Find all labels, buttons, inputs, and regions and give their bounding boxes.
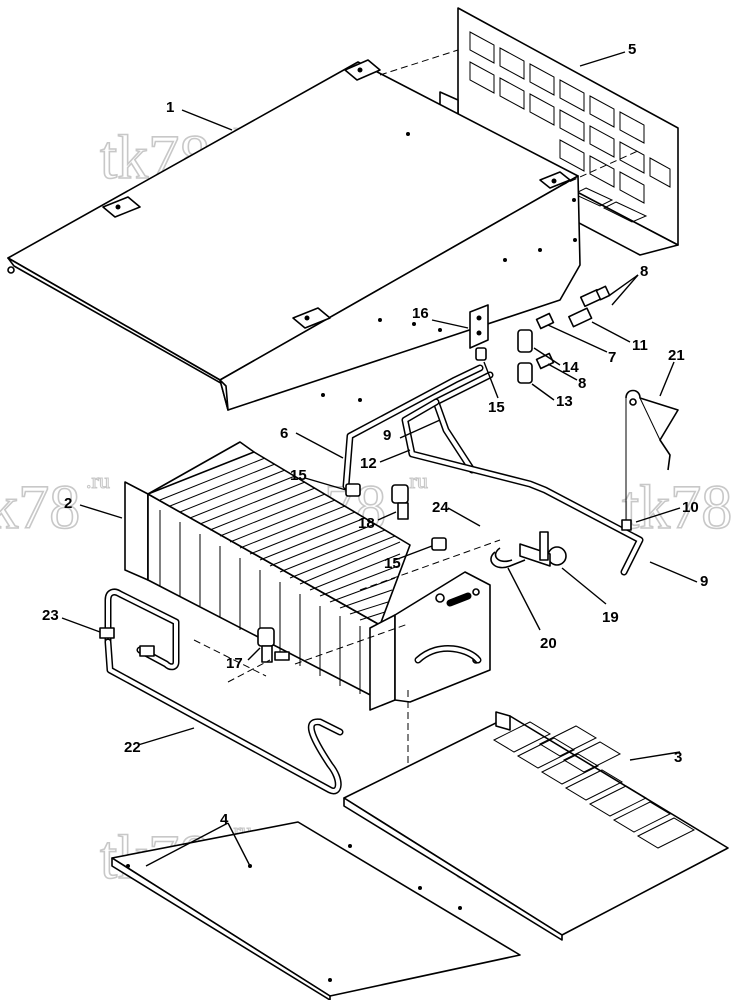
callout-9b: 9 [700, 573, 708, 590]
support-bracket-part [625, 389, 679, 520]
t-fitting-part [257, 484, 409, 663]
callout-3: 3 [674, 749, 682, 766]
callout-5: 5 [628, 41, 636, 58]
callout-1: 1 [166, 99, 174, 116]
callout-15a: 15 [290, 467, 307, 484]
capillary-tube-part [104, 638, 344, 795]
callout-16: 16 [412, 305, 429, 322]
callout-7: 7 [608, 349, 616, 366]
callout-12: 12 [360, 455, 377, 472]
evaporator-core-part [124, 441, 491, 711]
callout-10: 10 [682, 499, 699, 516]
small-fitting-part [621, 519, 632, 531]
callout-2: 2 [64, 495, 72, 512]
callout-15c: 15 [384, 555, 401, 572]
callout-8a: 8 [640, 263, 648, 280]
expansion-valve-part [490, 531, 567, 569]
tube-loop-part [99, 588, 180, 671]
callout-9a: 9 [383, 427, 391, 444]
callout-8b: 8 [578, 375, 586, 392]
clip-part [345, 483, 447, 551]
top-cover-part [7, 59, 581, 411]
callout-18: 18 [358, 515, 375, 532]
callout-20: 20 [540, 635, 557, 652]
watermark: tk78 [622, 474, 732, 542]
watermark: tk78 [0, 474, 80, 542]
bottom-panel-part [111, 821, 521, 1001]
callout-13: 13 [556, 393, 573, 410]
fittings-part [475, 285, 611, 384]
callout-23: 23 [42, 607, 59, 624]
lower-tray-part [343, 711, 729, 941]
callout-24: 24 [432, 499, 449, 516]
callout-labels: 1 2 3 4 5 6 7 8 8 9 9 10 11 12 13 14 15 … [42, 41, 708, 828]
callout-19: 19 [602, 609, 619, 626]
callout-6: 6 [280, 425, 288, 442]
watermark-suffix: .ru [86, 468, 110, 493]
callout-14: 14 [562, 359, 579, 376]
plate-part [469, 304, 489, 349]
leader-lines [61, 51, 698, 867]
callout-15b: 15 [488, 399, 505, 416]
callout-17: 17 [226, 655, 243, 672]
callout-22: 22 [124, 739, 141, 756]
tubing-part [342, 364, 644, 576]
callout-11: 11 [632, 337, 648, 354]
callout-4: 4 [220, 811, 229, 828]
callout-21: 21 [668, 347, 685, 364]
